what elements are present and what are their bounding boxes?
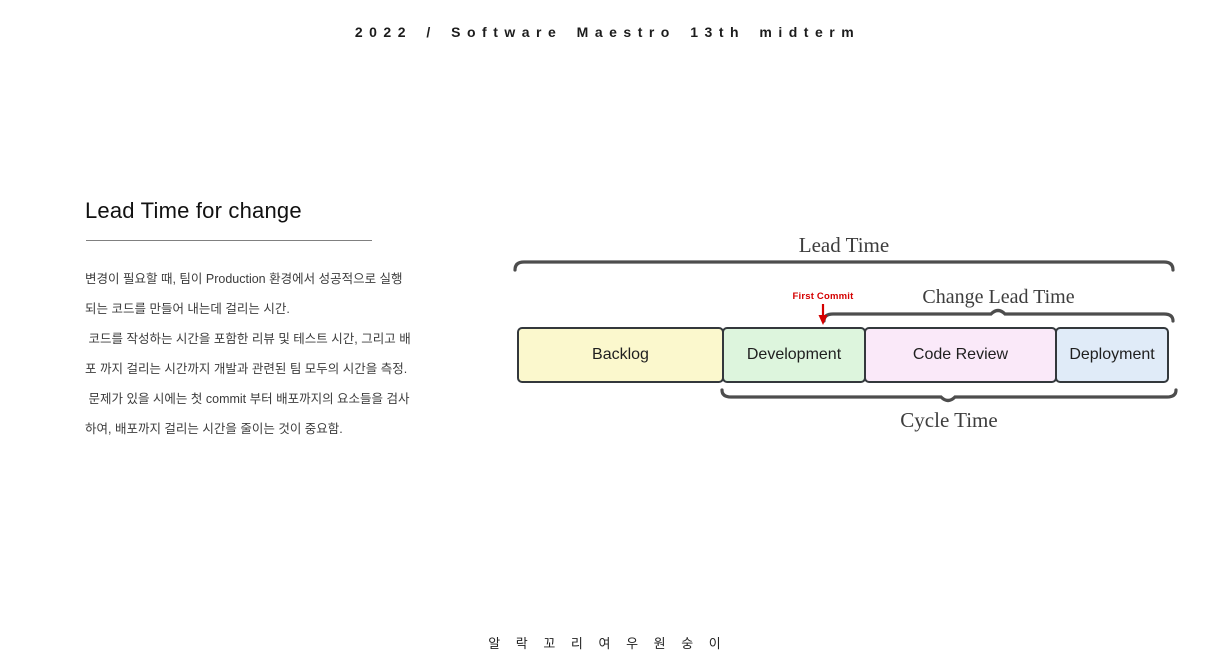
cycle-time-label: Cycle Time [900, 408, 998, 432]
stage-deployment: Deployment [1055, 327, 1169, 383]
stage-code-review: Code Review [864, 327, 1057, 383]
section-title: Lead Time for change [85, 198, 302, 223]
change-lead-time-label: Change Lead Time [922, 286, 1075, 308]
diagram-lines [513, 260, 1178, 403]
stage-label: Deployment [1069, 346, 1155, 363]
stage-backlog: Backlog [517, 327, 724, 383]
title-underline [86, 240, 372, 241]
body-line: 코드를 작성하는 시간을 포함한 리뷰 및 테스트 시간, 그리고 배 [85, 332, 411, 346]
footer-text: 알 락 꼬 리 여 우 원 숭 이 [488, 636, 727, 651]
stage-development: Development [722, 327, 866, 383]
lead-time-label: Lead Time [798, 233, 890, 257]
cycle-time-bracket [720, 388, 1178, 403]
stage-label: Code Review [912, 346, 1009, 363]
stage-label: Development [746, 346, 842, 363]
body-text: 변경이 필요할 때, 팀이 Production 환경에서 성공적으로 실행 되… [85, 264, 480, 444]
lead-time-bracket [513, 260, 1175, 272]
body-line: 문제가 있을 시에는 첫 commit 부터 배포까지의 요소들을 검사 [85, 392, 410, 406]
body-line: 되는 코드를 만들어 내는데 걸리는 시간. [85, 302, 290, 316]
first-commit-arrowhead [818, 315, 828, 325]
header-title: 2022 / Software Maestro 13th midterm [354, 24, 861, 40]
body-line: 하여, 배포까지 걸리는 시간을 줄이는 것이 중요함. [85, 422, 343, 436]
body-line: 포 까지 걸리는 시간까지 개발과 관련된 팀 모두의 시간을 측정. [85, 362, 408, 376]
change-lead-time-bracket [822, 308, 1175, 323]
pipeline-stages: Backlog Development Code Review Deployme… [517, 327, 1169, 383]
lead-time-diagram: Lead Time First Commit Change Lead Time … [505, 230, 1195, 445]
first-commit-label: First Commit [792, 291, 854, 302]
stage-label: Backlog [592, 346, 649, 363]
body-line: 변경이 필요할 때, 팀이 Production 환경에서 성공적으로 실행 [85, 272, 403, 286]
